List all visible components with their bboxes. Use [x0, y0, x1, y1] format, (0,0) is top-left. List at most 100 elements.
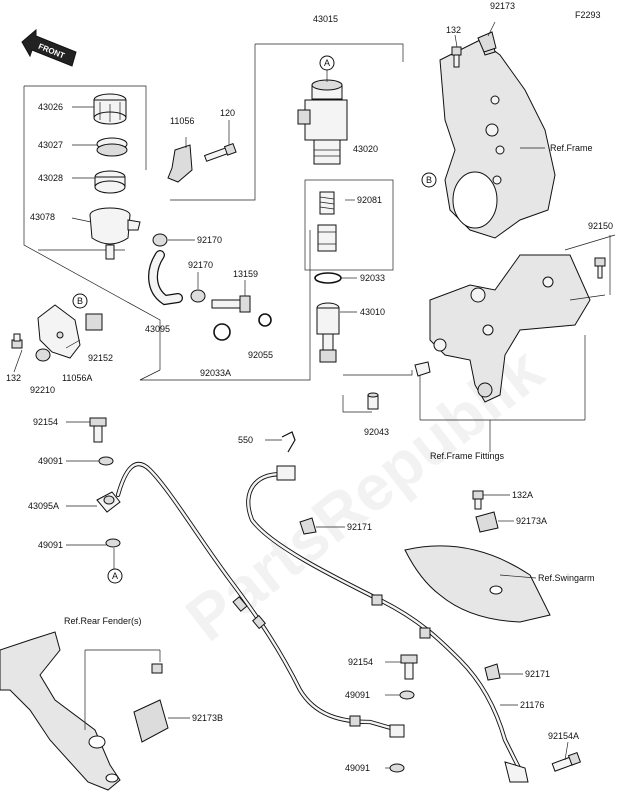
ref-swingarm-label: Ref.Swingarm — [538, 573, 595, 583]
bolt-132A — [472, 490, 484, 510]
reservoir-cap-43026 — [93, 93, 127, 125]
brake-hose-upper — [115, 462, 405, 738]
label-92173A: 92173A — [516, 516, 547, 526]
ref-rear-fender-label: Ref.Rear Fender(s) — [64, 616, 142, 626]
label-43015: 43015 — [313, 14, 338, 24]
clamp-92170-a — [152, 233, 168, 247]
washer-49091-b — [105, 538, 121, 548]
piston-43020 — [317, 224, 337, 252]
damper-92152 — [85, 313, 103, 331]
label-11056A: 11056A — [62, 373, 92, 383]
swingarm-part — [404, 545, 551, 623]
label-92154-lower: 92154 — [348, 657, 373, 667]
label-92081: 92081 — [357, 195, 382, 205]
label-43028: 43028 — [38, 173, 63, 183]
frame-part — [439, 37, 556, 239]
label-21176: 21176 — [520, 700, 544, 710]
washer-49091-c — [399, 690, 415, 700]
pin-92043 — [367, 392, 379, 410]
nut-92210 — [35, 348, 51, 362]
bracket-11056A — [37, 304, 81, 359]
o-ring-92033A — [213, 323, 231, 341]
bolt-132-left — [11, 333, 23, 349]
label-92170-b: 92170 — [188, 260, 213, 270]
callout-A-top: A — [319, 55, 335, 71]
washer-49091-d — [389, 763, 405, 773]
brake-hose-21176 — [246, 465, 529, 783]
diaphragm-plate-43027 — [96, 137, 128, 157]
label-92171-a: 92171 — [347, 522, 372, 532]
label-132-left: 132 — [6, 373, 21, 383]
leader-lines — [13, 21, 586, 769]
label-92055: 92055 — [248, 350, 273, 360]
label-43010: 43010 — [360, 307, 385, 317]
bracket-11056 — [167, 144, 193, 183]
label-92173B: 92173B — [192, 713, 223, 723]
label-92154-upper: 92154 — [33, 417, 58, 427]
ref-frame-label: Ref.Frame — [550, 143, 593, 153]
label-49091-d: 49091 — [345, 763, 370, 773]
fitting-13159 — [211, 280, 251, 313]
label-92150: 92150 — [588, 221, 613, 231]
callout-A-bottom: A — [107, 568, 123, 584]
part-labels: 43015 43020 43026 43027 43028 43078 1105… — [6, 1, 613, 773]
bolt-92154-upper — [89, 417, 107, 443]
diagram-code: F2293 — [575, 10, 601, 20]
reservoir-group-box — [24, 85, 147, 170]
bolt-132-top — [451, 46, 462, 68]
label-43095A: 43095A — [28, 501, 59, 511]
circlip-92033 — [314, 272, 342, 284]
label-43095: 43095 — [145, 324, 170, 334]
label-13159: 13159 — [233, 269, 258, 279]
frame-fittings-bracket — [414, 254, 591, 403]
label-43020: 43020 — [353, 144, 378, 154]
washer-49091-a — [98, 456, 114, 466]
label-132A: 132A — [512, 490, 533, 500]
leader-92043 — [342, 395, 372, 413]
label-49091-a: 49091 — [38, 456, 63, 466]
label-92043: 92043 — [364, 427, 389, 437]
o-ring-92055 — [258, 313, 272, 327]
grommet-92171-b — [484, 663, 501, 681]
cotter-pin-550 — [281, 431, 296, 453]
callout-B-bracket: B — [72, 293, 88, 309]
bolt-92154A — [551, 751, 582, 772]
clamp-92173A — [475, 511, 499, 533]
label-120: 120 — [220, 108, 235, 118]
hose-group-bottom — [139, 230, 311, 381]
grommet-92171-a — [299, 517, 317, 535]
svg-text:B: B — [77, 296, 83, 306]
bolt-92150 — [594, 257, 606, 279]
label-92033A: 92033A — [200, 368, 231, 378]
bolt-92154-lower — [400, 654, 418, 680]
leader-92150-c — [569, 294, 606, 301]
bolt-120 — [203, 142, 237, 162]
hose-43095 — [148, 250, 183, 306]
piston-kit-box — [304, 179, 394, 271]
front-arrow-icon: FRONT — [21, 28, 77, 67]
reservoir-group-left — [23, 86, 161, 370]
clamp-92173-top — [477, 31, 497, 53]
callout-B-frame: B — [421, 172, 437, 188]
label-92154A: 92154A — [548, 731, 579, 741]
label-43027: 43027 — [38, 140, 63, 150]
label-92170-a: 92170 — [197, 235, 222, 245]
svg-text:B: B — [426, 175, 432, 185]
clamp-92173B — [133, 663, 169, 743]
ref-frame-fittings-label: Ref.Frame Fittings — [430, 451, 505, 461]
push-rod-43010 — [316, 302, 340, 363]
group-bracket-43015-left — [170, 44, 256, 201]
leader-bottom-right — [343, 370, 413, 376]
banjo-43095A — [96, 491, 121, 513]
svg-text:A: A — [112, 571, 118, 581]
label-11056: 11056 — [170, 116, 194, 126]
clamp-92170-b — [190, 289, 206, 303]
label-92171-b: 92171 — [525, 669, 550, 679]
rear-fender-part — [0, 631, 121, 791]
label-43078: 43078 — [30, 212, 55, 222]
leader-92150-a — [564, 234, 616, 251]
reservoir-tank-43078 — [89, 207, 141, 260]
label-43026: 43026 — [38, 102, 63, 112]
